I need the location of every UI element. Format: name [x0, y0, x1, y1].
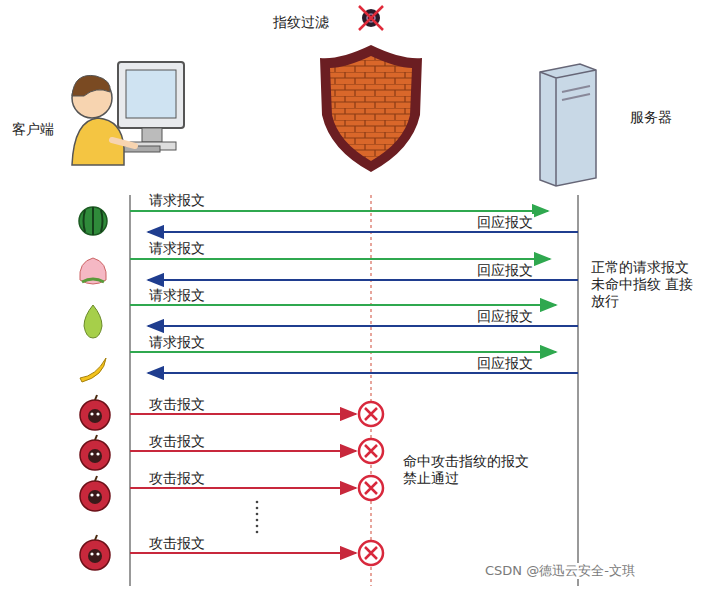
- node-text: 服务器: [630, 109, 672, 126]
- response-text: 回应报文: [476, 262, 534, 279]
- response-text: 回应报文: [476, 355, 534, 372]
- attack-text: 攻击报文: [148, 396, 206, 413]
- shield-firewall: [320, 45, 422, 172]
- server-illustration: [540, 64, 596, 186]
- pass-note: 正常的请求报文 未命中指纹 直接放行: [590, 259, 704, 309]
- node-text: 客户端: [12, 121, 54, 138]
- watermark: CSDN @德迅云安全-文琪: [484, 563, 636, 579]
- server-label: 服务器: [630, 109, 672, 126]
- request-text: 请求报文: [148, 334, 206, 351]
- fingerprint-icon: [359, 6, 383, 30]
- request-text: 请求报文: [148, 287, 206, 304]
- client-illustration: [72, 62, 184, 165]
- node-text: 指纹过滤: [273, 14, 329, 31]
- filter-label: 指纹过滤: [273, 14, 329, 31]
- request-text: 请求报文: [148, 240, 206, 257]
- request-text: 请求报文: [148, 192, 206, 209]
- attack-text: 攻击报文: [148, 535, 206, 552]
- response-text: 回应报文: [476, 308, 534, 325]
- fruit-icons: [79, 207, 110, 570]
- block-note: 命中攻击指纹的报文 禁止通过: [402, 453, 544, 487]
- response-text: 回应报文: [476, 214, 534, 231]
- attack-text: 攻击报文: [148, 433, 206, 450]
- client-label: 客户端: [12, 121, 54, 138]
- attack-text: 攻击报文: [148, 470, 206, 487]
